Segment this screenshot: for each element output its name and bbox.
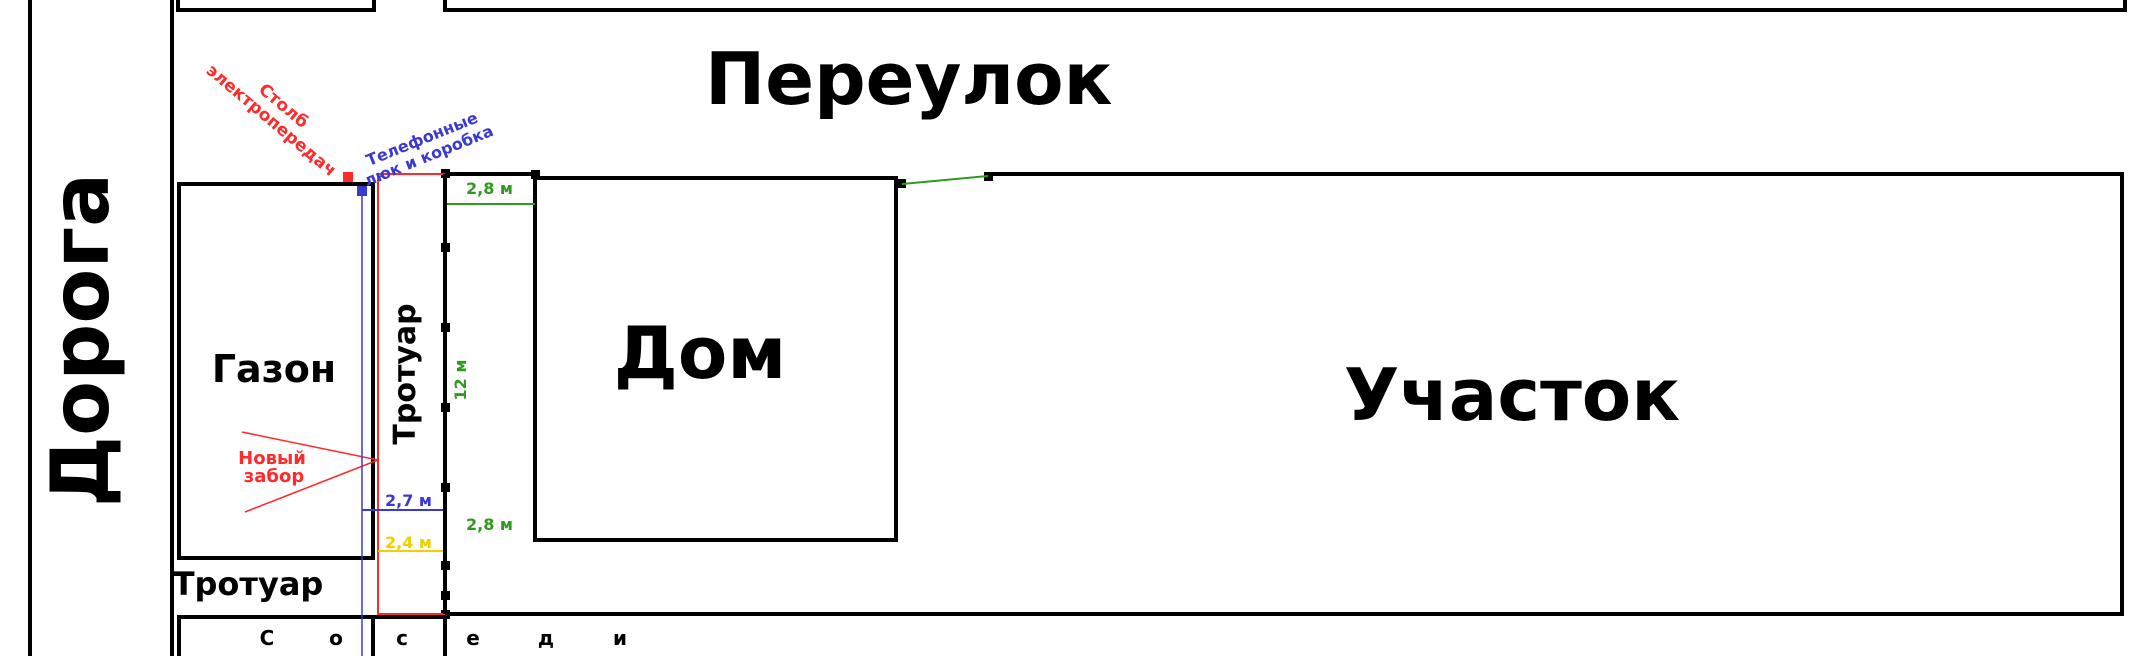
neighbors-letter: о <box>329 626 343 650</box>
neighbors-letter: д <box>538 626 554 650</box>
neighbors-letter: С <box>260 626 275 650</box>
corner-post <box>984 172 993 181</box>
plot-label: Участок <box>1344 353 1680 437</box>
sidewalk-vertical-label: Тротуар <box>388 303 423 444</box>
fence-label-line1: Новый <box>238 448 306 469</box>
house-label: Дом <box>614 311 786 395</box>
neighbors-area <box>177 615 375 661</box>
plot-boundary <box>443 172 2124 616</box>
top-left-block <box>176 0 376 12</box>
neighbors-letter: е <box>466 626 480 650</box>
lane-label: Переулок <box>705 37 1112 121</box>
yellow-gap-label: 2,4 м <box>385 533 432 552</box>
fence-post <box>441 169 450 178</box>
neighbors-letter: с <box>396 626 408 650</box>
top-right-block <box>443 0 2127 12</box>
corner-post <box>897 179 906 188</box>
telephone-annotation: Телефонные люк и коробка <box>361 108 496 190</box>
pole-label-line2: электропередач <box>202 61 340 181</box>
power-pole-marker <box>343 172 353 182</box>
fence-pointer-lower <box>244 459 379 513</box>
top-gap-label: 2,8 м <box>466 179 513 198</box>
new-fence-line <box>377 173 445 615</box>
green-connector <box>901 175 989 185</box>
sidewalk-horizontal-label: Тротуар <box>173 565 324 603</box>
neighbors-label: С о с е д и <box>260 626 627 650</box>
bottom-gap-label: 2,8 м <box>466 515 513 534</box>
neighbors-letter: и <box>613 626 627 650</box>
lawn-area <box>177 182 375 560</box>
telephone-box-marker <box>357 186 367 196</box>
lawn-label: Газон <box>212 347 336 391</box>
fence-post <box>441 610 450 619</box>
power-pole-annotation: Столб электропередач <box>202 61 340 181</box>
fence-label-line2: забор <box>244 466 305 487</box>
house-outline <box>533 176 898 542</box>
corner-post <box>531 170 540 179</box>
road-label: Дорога <box>34 173 127 507</box>
blue-gap-label: 2,7 м <box>385 491 432 510</box>
fence-pointer-upper <box>241 431 379 461</box>
length-label: 12 м <box>451 360 470 401</box>
